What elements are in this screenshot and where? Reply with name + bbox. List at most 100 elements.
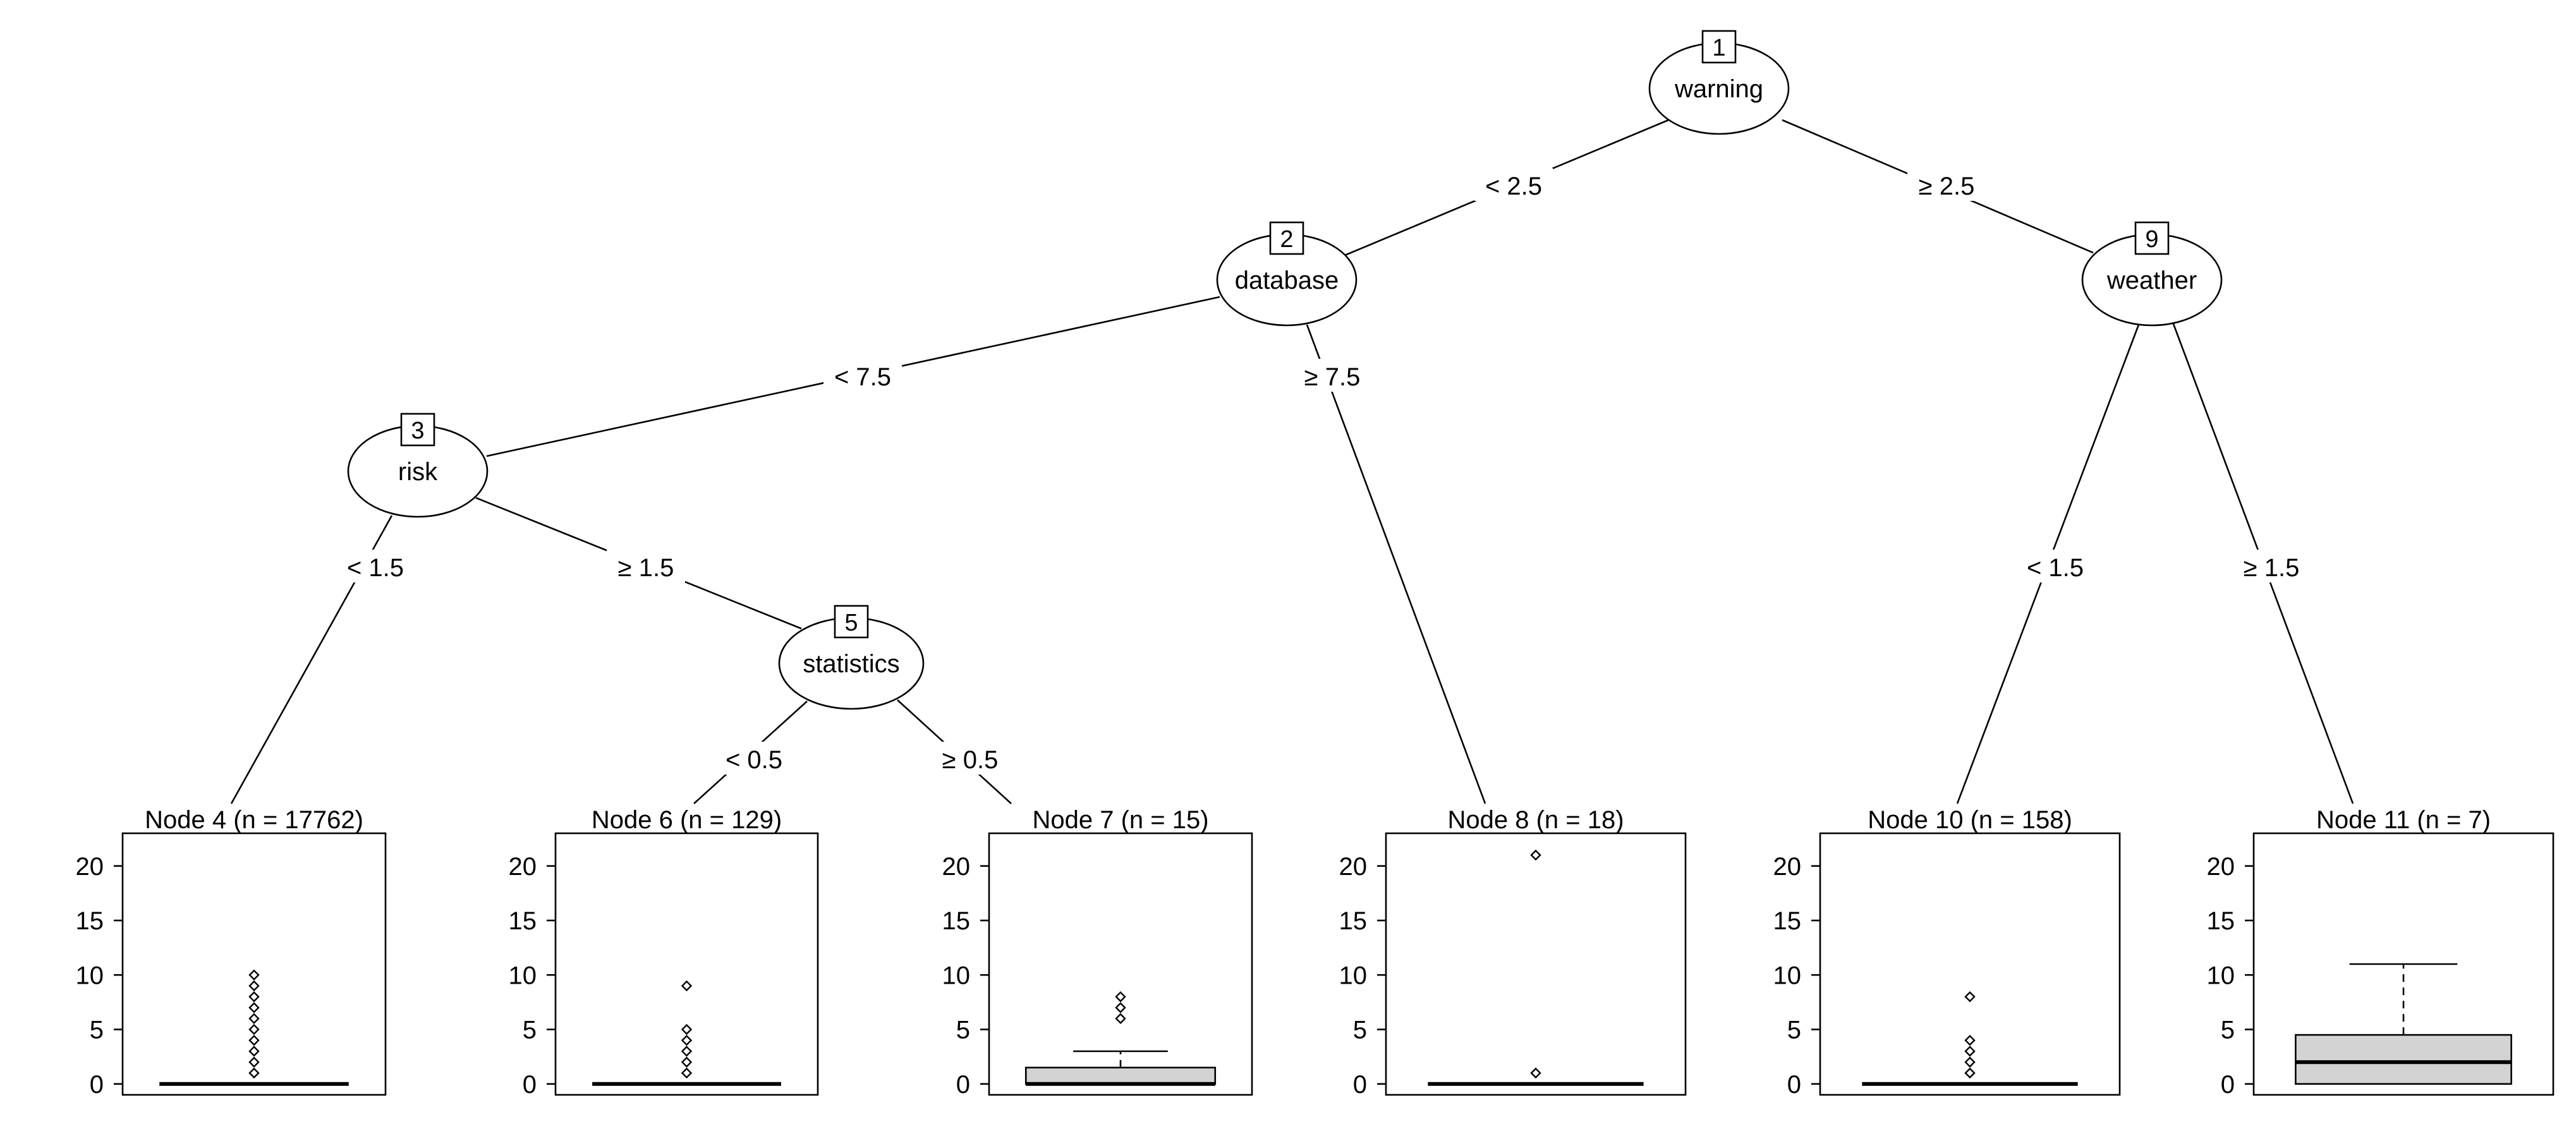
- iqr-box: [2295, 1034, 2512, 1085]
- y-tick-label: 20: [2207, 853, 2235, 881]
- outlier-point: [248, 1056, 260, 1068]
- y-tick-label: 0: [1353, 1071, 1367, 1099]
- outlier-point: [1530, 1067, 1541, 1079]
- y-tick-label: 0: [1787, 1071, 1801, 1099]
- y-tick-label: 5: [523, 1016, 537, 1044]
- y-tick-label: 15: [1773, 907, 1802, 935]
- inner-node-1: warning 1: [1648, 30, 1790, 135]
- inner-node-9: weather 9: [2081, 221, 2223, 327]
- edge-label-9-10: < 1.5: [2027, 554, 2084, 582]
- node-id-box: [1701, 30, 1737, 64]
- inner-node-2: database 2: [1216, 221, 1358, 327]
- y-tick-label: 15: [509, 907, 537, 935]
- terminal-node-title: Node 4 (n = 17762): [145, 806, 363, 834]
- node-id-label: 2: [1280, 226, 1293, 253]
- y-tick-label: 5: [2221, 1016, 2235, 1044]
- outlier-point: [248, 1013, 260, 1024]
- outlier-point: [1115, 991, 1126, 1003]
- edge-label-3-4: < 1.5: [347, 554, 404, 582]
- node-variable-label: risk: [398, 458, 438, 486]
- y-tick-label: 15: [942, 907, 971, 935]
- node-id-box: [1269, 221, 1304, 255]
- y-tick-label: 10: [942, 962, 971, 989]
- node-variable-label: warning: [1674, 75, 1763, 103]
- y-tick-label: 10: [2207, 962, 2235, 989]
- y-tick-label: 0: [956, 1071, 970, 1099]
- y-tick-label: 10: [1773, 962, 1802, 989]
- outlier-point: [1530, 849, 1541, 861]
- node-id-label: 9: [2145, 226, 2158, 253]
- y-tick-label: 5: [90, 1016, 104, 1044]
- y-tick-label: 10: [1339, 962, 1368, 989]
- outlier-point: [1964, 1067, 1976, 1079]
- edge-label-3-5: ≥ 1.5: [618, 554, 674, 582]
- outlier-point: [248, 1002, 260, 1013]
- node-variable-label: weather: [2106, 267, 2197, 294]
- terminal-node-title: Node 7 (n = 15): [1032, 806, 1208, 834]
- node-id-label: 3: [411, 418, 424, 444]
- y-tick-label: 20: [1773, 853, 1802, 881]
- edge-label-5-6: < 0.5: [726, 746, 782, 774]
- outlier-point: [248, 969, 260, 980]
- y-tick-label: 20: [509, 853, 537, 881]
- outlier-point: [681, 1023, 693, 1035]
- outlier-point: [1964, 1056, 1976, 1068]
- inner-node-3: risk 3: [347, 413, 489, 518]
- edge-label-bg: [1907, 168, 1986, 201]
- y-tick-label: 5: [1787, 1016, 1801, 1044]
- node-id-label: 1: [1712, 35, 1725, 61]
- outlier-point: [1964, 1035, 1976, 1046]
- node-variable-label: statistics: [803, 650, 899, 678]
- terminal-node-title: Node 11 (n = 7): [2316, 806, 2491, 834]
- edge-label-1-2: < 2.5: [1485, 172, 1542, 200]
- edge-label-2-8: ≥ 7.5: [1304, 363, 1361, 391]
- outlier-point: [681, 980, 693, 992]
- outlier-point: [681, 1035, 693, 1046]
- outlier-point: [1964, 991, 1976, 1003]
- y-tick-label: 0: [90, 1071, 104, 1099]
- node-id-box: [400, 413, 435, 447]
- outlier-point: [681, 1067, 693, 1079]
- iqr-box: [1024, 1066, 1217, 1085]
- y-tick-label: 15: [2207, 907, 2235, 935]
- boxplot-panel: [988, 832, 1253, 1096]
- y-tick-label: 0: [2221, 1071, 2235, 1099]
- node-id-label: 5: [844, 610, 858, 636]
- outlier-point: [248, 980, 260, 992]
- edge-label-bg: [823, 359, 902, 392]
- y-tick-label: 20: [942, 853, 971, 881]
- y-tick-label: 5: [1353, 1016, 1367, 1044]
- edge-label-1-9: ≥ 2.5: [1919, 172, 1975, 200]
- outlier-point: [248, 1035, 260, 1046]
- y-tick-label: 10: [509, 962, 537, 989]
- y-tick-label: 15: [76, 907, 104, 935]
- y-tick-label: 0: [523, 1071, 537, 1099]
- inner-node-5: statistics 5: [778, 605, 925, 710]
- outlier-point: [248, 1067, 260, 1079]
- boxplot-panel: [1385, 832, 1687, 1096]
- node-variable-label: database: [1235, 267, 1339, 294]
- edge-label-2-3: < 7.5: [834, 363, 891, 391]
- edge-label-bg: [1293, 359, 1371, 392]
- edge-label-bg: [931, 742, 1009, 775]
- outlier-point: [681, 1046, 693, 1057]
- edge-label-bg: [607, 550, 685, 582]
- terminal-node-6: Node 6 (n = 129) 0 5 10 15 20: [509, 806, 819, 1099]
- outlier-point: [1115, 1002, 1126, 1013]
- node-id-box: [834, 605, 869, 639]
- terminal-node-title: Node 6 (n = 129): [592, 806, 782, 834]
- y-tick-label: 10: [76, 962, 104, 989]
- outlier-point: [248, 1046, 260, 1057]
- edge-label-bg: [1474, 168, 1553, 201]
- edge-label-9-11: ≥ 1.5: [2244, 554, 2300, 582]
- edge-label-bg: [336, 550, 415, 582]
- terminal-node-11: Node 11 (n = 7) 0 5 10 15 20: [2207, 806, 2555, 1099]
- outlier-point: [1115, 1013, 1126, 1024]
- edge-label-bg: [2232, 550, 2311, 582]
- outlier-point: [681, 1056, 693, 1068]
- terminal-node-title: Node 8 (n = 18): [1447, 806, 1624, 834]
